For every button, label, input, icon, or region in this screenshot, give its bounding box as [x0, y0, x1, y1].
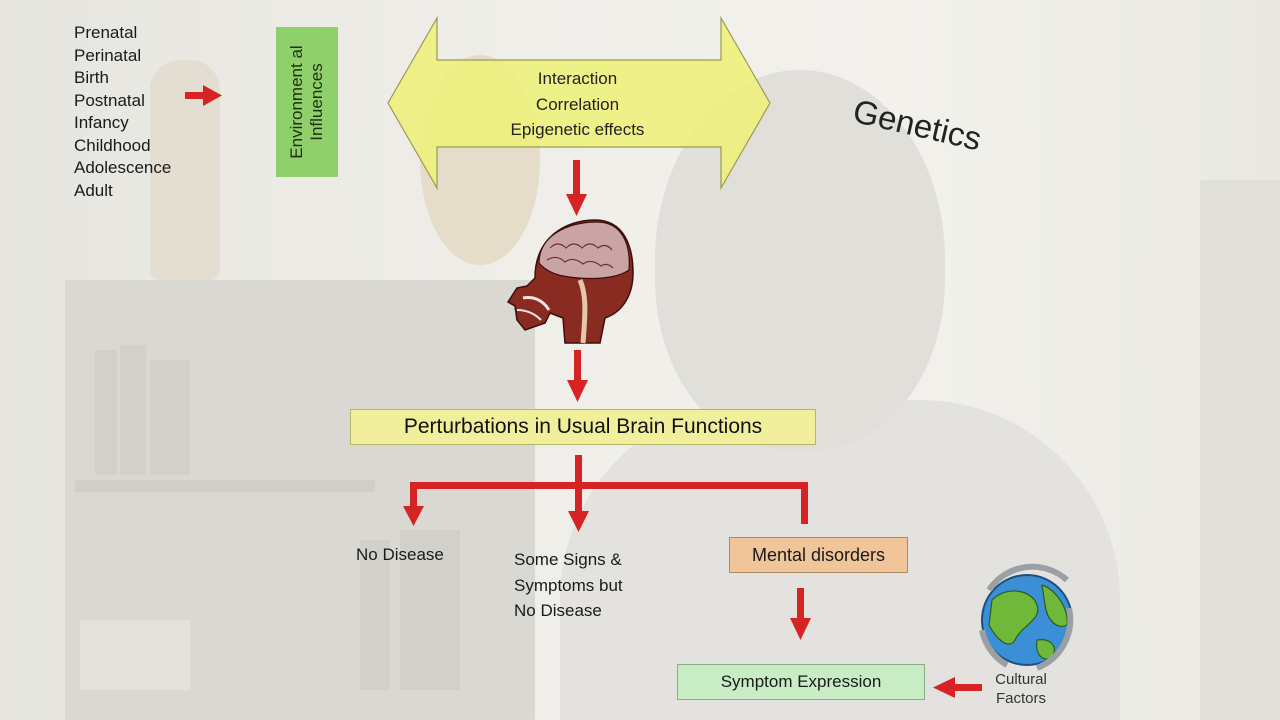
- life-stage-item: Infancy: [74, 113, 129, 132]
- environmental-influences-label: Environment al Influences: [287, 45, 326, 159]
- correlation-label: Correlation: [535, 94, 620, 114]
- life-stage-item: Adult: [74, 180, 113, 200]
- life-stage-item: Perinatal: [74, 45, 142, 65]
- background-door: [1200, 180, 1280, 720]
- gene-environment-double-arrow: [387, 15, 771, 191]
- life-stage-item: Adolescence: [74, 158, 172, 177]
- cultural-factors-label: Cultural Factors: [988, 670, 1054, 708]
- mental-disorders-label: Mental disorders: [751, 544, 886, 565]
- environmental-influences-box: Environment al Influences: [276, 27, 338, 177]
- symptom-expression-label: Symptom Expression: [720, 672, 882, 691]
- life-stage-item: Childhood: [74, 135, 151, 155]
- cultural-factors-arrow: [933, 677, 982, 698]
- interaction-label: Interaction: [537, 69, 618, 88]
- cultural-factors-line: Factors: [995, 690, 1046, 707]
- background-shelf-board: [75, 480, 375, 492]
- gene-environment-text: Interaction Correlation Epigenetic effec…: [470, 66, 685, 143]
- symptom-expression-box: Symptom Expression: [677, 664, 925, 700]
- life-stage-item: Prenatal: [74, 23, 138, 42]
- perturbations-label: Perturbations in Usual Brain Functions: [403, 415, 763, 438]
- some-signs-label: Some Signs & Symptoms but No Disease: [514, 547, 623, 624]
- background-book: [150, 360, 190, 475]
- cultural-factors-line: Cultural: [995, 671, 1047, 688]
- some-signs-line: No Disease: [514, 601, 602, 620]
- some-signs-line: Symptoms but: [514, 575, 623, 595]
- background-book: [400, 530, 460, 690]
- background-book: [95, 350, 117, 475]
- life-stage-item: Birth: [74, 68, 109, 87]
- background-book: [120, 345, 146, 475]
- some-signs-line: Some Signs &: [514, 550, 622, 569]
- life-stages-arrow: [185, 85, 222, 106]
- globe-icon: [979, 563, 1074, 671]
- epigenetic-effects-label: Epigenetic effects: [510, 120, 645, 139]
- arrow-to-symptom-expression: [790, 588, 811, 640]
- background-book: [360, 540, 390, 690]
- branch-connector: [403, 455, 808, 532]
- brain-head-icon: [506, 219, 634, 344]
- background-box: [80, 620, 190, 690]
- mental-disorders-box: Mental disorders: [729, 537, 908, 573]
- no-disease-label: No Disease: [356, 545, 444, 564]
- arrow-to-perturbations: [567, 350, 588, 402]
- life-stages-list: Prenatal Perinatal Birth Postnatal Infan…: [74, 22, 171, 202]
- perturbations-box: Perturbations in Usual Brain Functions: [350, 409, 816, 445]
- life-stage-item: Postnatal: [74, 90, 145, 110]
- arrow-to-brain: [566, 160, 587, 216]
